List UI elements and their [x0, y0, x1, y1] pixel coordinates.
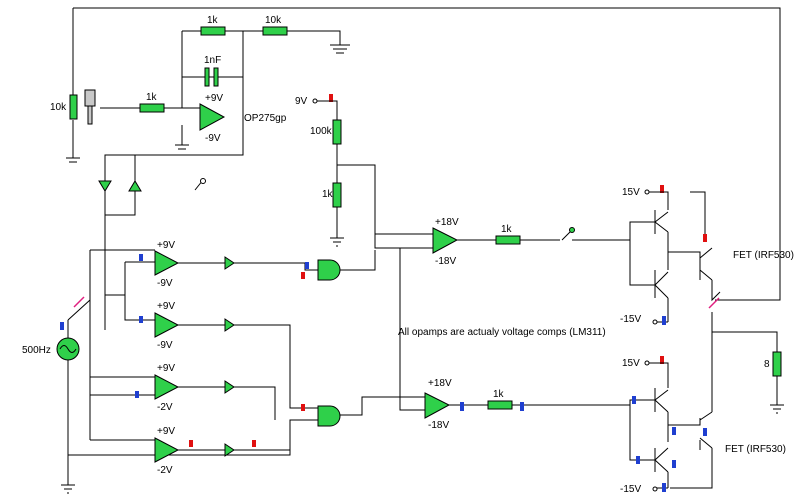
terminal-9v: [312, 98, 318, 104]
note-text: All opamps are actualy voltage comps (LM…: [398, 327, 606, 338]
label-cmp1-neg: -9V: [157, 278, 173, 289]
capacitor-1nf[interactable]: [204, 67, 219, 87]
resistor-top-10k[interactable]: [262, 26, 288, 36]
comparator-3[interactable]: [154, 374, 180, 400]
probe-marker: [662, 316, 666, 325]
label-fet-top: FET (IRF530): [733, 250, 794, 261]
ground-symbol: [330, 44, 350, 54]
probe-marker: [636, 456, 640, 464]
ground-symbol: [175, 144, 189, 150]
label-cmp3-neg: -2V: [157, 402, 173, 413]
slider-control[interactable]: [84, 89, 96, 125]
label-r100k: 100k: [310, 126, 333, 137]
comparator-4[interactable]: [154, 437, 180, 463]
label-pot: 10k: [50, 102, 67, 113]
and-gate-bottom[interactable]: [317, 405, 341, 427]
label-m15v-bot: -15V: [620, 484, 641, 495]
driver-1[interactable]: [432, 227, 459, 254]
label-drv2-neg: -18V: [428, 420, 449, 431]
label-9v: 9V: [295, 96, 308, 107]
label-drv1-pos: +18V: [435, 217, 459, 228]
label-drv2-r: 1k: [493, 389, 505, 400]
ground-symbol: [770, 404, 784, 414]
diode-right[interactable]: [128, 180, 142, 192]
label-src: 500Hz: [22, 345, 51, 356]
probe-marker: [660, 185, 664, 193]
probe-icon[interactable]: [73, 296, 85, 308]
probe-marker: [662, 483, 666, 492]
sine-icon: [59, 345, 77, 353]
label-cmp4-pos: +9V: [157, 426, 175, 437]
probe-marker: [520, 402, 524, 411]
terminal-m15v-top: [652, 319, 658, 325]
probe-marker: [660, 356, 664, 364]
label-op-name: OP275gp: [244, 113, 287, 124]
probe-tip-icon: [200, 178, 206, 184]
resistor-input-1k[interactable]: [139, 103, 165, 113]
label-fet-bot: FET (IRF530): [725, 444, 786, 455]
probe-marker: [632, 396, 636, 404]
label-cap: 1nF: [204, 55, 221, 66]
probe-marker: [703, 428, 707, 436]
resistor-drv2-1k[interactable]: [487, 400, 513, 410]
probe-marker: [329, 94, 333, 102]
label-drv1-r: 1k: [501, 224, 513, 235]
label-cmp2-pos: +9V: [157, 301, 175, 312]
probe-markers: [60, 254, 309, 447]
diode-cmp1[interactable]: [224, 256, 235, 270]
diode-cmp4[interactable]: [224, 443, 235, 457]
label-r1k-div: 1k: [322, 189, 334, 200]
label-15v-top: 15V: [622, 187, 640, 198]
ground-symbol: [330, 230, 344, 247]
label-m15v-top: -15V: [620, 314, 641, 325]
comparator-2[interactable]: [154, 312, 180, 338]
resistor-top-1k[interactable]: [200, 26, 226, 36]
resistor-100k[interactable]: [332, 119, 342, 145]
ground-symbol: [66, 157, 80, 163]
resistor-drv1-1k[interactable]: [495, 235, 521, 245]
label-r-top-1k: 1k: [207, 15, 219, 26]
probe-marker: [703, 234, 707, 242]
terminal-15v-bot: [644, 360, 650, 366]
label-cmp2-neg: -9V: [157, 340, 173, 351]
driver-2[interactable]: [424, 392, 451, 419]
label-15v-bot: 15V: [622, 358, 640, 369]
label-cmp4-neg: -2V: [157, 465, 173, 476]
probe-marker: [672, 460, 676, 468]
load-resistor-8[interactable]: [772, 351, 782, 377]
label-cmp3-pos: +9V: [157, 363, 175, 374]
label-op-pos: +9V: [205, 93, 223, 104]
label-drv1-neg: -18V: [435, 256, 456, 267]
probe-icon[interactable]: [708, 297, 720, 309]
ground-symbol: [61, 484, 75, 494]
terminal-m15v-bot: [652, 486, 658, 492]
diode-cmp3[interactable]: [224, 380, 235, 394]
potentiometer-10k[interactable]: [69, 94, 78, 120]
feedback-wires: [72, 7, 781, 330]
resistor-divider-1k[interactable]: [332, 182, 342, 208]
label-drv2-pos: +18V: [428, 378, 452, 389]
label-r-in-1k: 1k: [146, 92, 158, 103]
probe-marker: [460, 402, 464, 411]
probe-marker: [672, 427, 676, 435]
label-r-top-10k: 10k: [265, 15, 282, 26]
comparator-wires: [67, 248, 425, 485]
diode-left[interactable]: [98, 180, 112, 192]
terminal-15v-top: [644, 189, 650, 195]
probe-tip-icon: [569, 227, 575, 233]
label-cmp1-pos: +9V: [157, 240, 175, 251]
opamp-op275[interactable]: [199, 103, 226, 131]
comparator-1[interactable]: [154, 250, 180, 276]
and-gate-top[interactable]: [317, 259, 341, 281]
label-op-neg: -9V: [205, 133, 221, 144]
label-load: 8: [764, 359, 770, 370]
diode-cmp2[interactable]: [224, 318, 235, 332]
